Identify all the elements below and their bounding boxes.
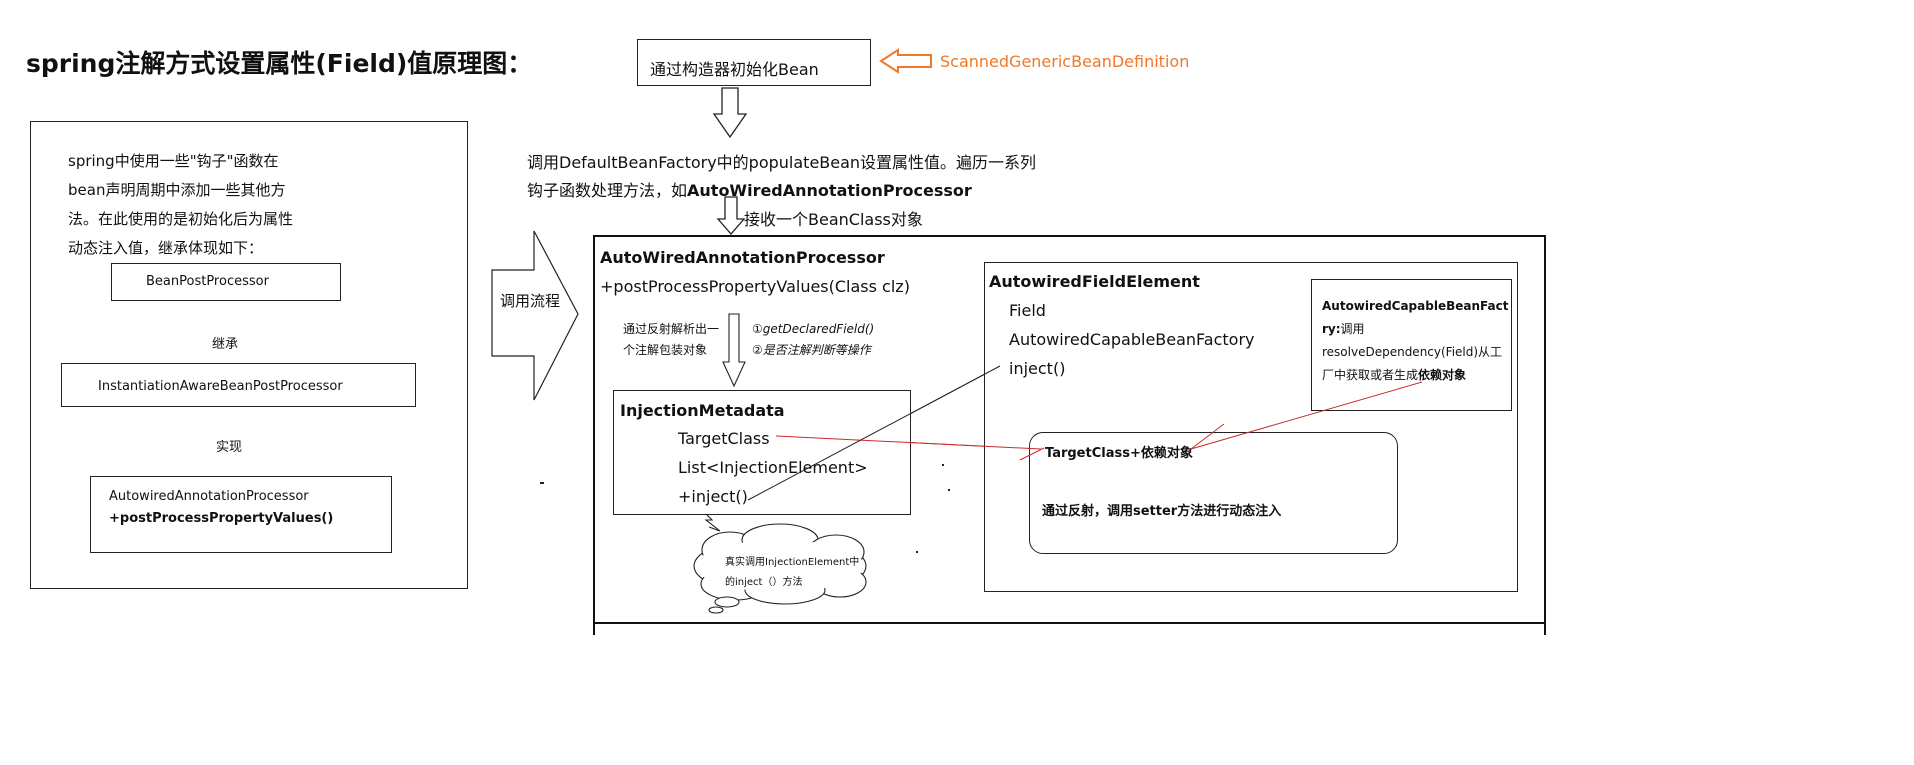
populate-line2-bold: AutoWiredAnnotationProcessor — [687, 181, 972, 200]
autowired-processor-method: +postProcessPropertyValues() — [109, 511, 334, 526]
autowired-processor-box: AutowiredAnnotationProcessor +postProces… — [90, 476, 392, 553]
left-description: spring中使用一些"钩子"函数在 bean声明周期中添加一些其他方 法。在此… — [68, 147, 293, 263]
autowired-processor-name: AutowiredAnnotationProcessor — [109, 489, 309, 504]
capable-factory-title: AutowiredCapableBeanFact — [1322, 299, 1509, 313]
field-element-factory: AutowiredCapableBeanFactory — [1009, 330, 1255, 349]
step-annotation-check: ②是否注解判断等操作 — [752, 343, 871, 357]
instantiation-aware-label: InstantiationAwareBeanPostProcessor — [98, 379, 343, 394]
reflect-note-line2: 个注解包装对象 — [623, 343, 708, 357]
target-dependency-box: TargetClass+依赖对象 通过反射，调用setter方法进行动态注入 — [1029, 432, 1398, 554]
capable-factory-line4: 厂中获取或者生成依赖对象 — [1322, 364, 1508, 387]
populate-line1: 调用DefaultBeanFactory中的populateBean设置属性值。… — [527, 153, 1037, 172]
bean-post-processor-box: BeanPostProcessor — [111, 263, 341, 301]
main-method: +postProcessPropertyValues(Class clz) — [600, 277, 910, 296]
flow-arrow-label: 调用流程 — [500, 292, 561, 310]
cloud-shape — [693, 523, 867, 614]
implement-label: 实现 — [216, 440, 243, 455]
bean-post-processor-label: BeanPostProcessor — [146, 274, 269, 289]
capable-factory-text: AutowiredCapableBeanFact ry:调用 resolveDe… — [1322, 295, 1508, 387]
desc-line: spring中使用一些"钩子"函数在 — [68, 152, 279, 170]
flow-arrow — [491, 230, 579, 401]
bean-definition-label: ScannedGenericBeanDefinition — [940, 52, 1190, 71]
instantiation-aware-box: InstantiationAwareBeanPostProcessor — [61, 363, 416, 407]
down-arrow-constructor — [712, 87, 748, 139]
main-class-name: AutoWiredAnnotationProcessor — [600, 248, 885, 267]
reflect-steps: ①getDeclaredField() ②是否注解判断等操作 — [752, 319, 874, 361]
cloud-text: 真实调用InjectionElement中 的inject（）方法 — [725, 553, 859, 593]
field-element-inject: inject() — [1009, 359, 1066, 378]
desc-line: 法。在此使用的是初始化后为属性 — [68, 210, 294, 228]
main-panel-bottom-edge — [593, 622, 1546, 624]
capable-factory-call: 调用 — [1340, 322, 1365, 336]
constructor-label: 通过构造器初始化Bean — [650, 60, 819, 79]
main-panel — [593, 235, 1546, 635]
down-arrow-reflect — [722, 313, 746, 388]
down-arrow-populate — [716, 196, 746, 235]
desc-line: bean声明周期中添加一些其他方 — [68, 181, 286, 199]
lightning-callout — [702, 510, 721, 532]
receive-label: 接收一个BeanClass对象 — [744, 210, 923, 229]
reflect-note-line1: 通过反射解析出一 — [623, 322, 720, 336]
orange-left-arrow — [879, 48, 932, 74]
constructor-box: 通过构造器初始化Bean — [637, 39, 871, 86]
inherit-label: 继承 — [212, 337, 239, 352]
step-getdeclaredfield: ①getDeclaredField() — [752, 322, 875, 336]
capable-factory-line3: resolveDependency(Field)从工 — [1322, 345, 1503, 359]
field-element-title: AutowiredFieldElement — [989, 272, 1200, 291]
page-title: spring注解方式设置属性(Field)值原理图： — [26, 49, 533, 78]
capable-factory-line2: ry:调用 — [1322, 318, 1508, 341]
injection-target-class: TargetClass — [678, 429, 770, 448]
populate-line2-prefix: 钩子函数处理方法，如 — [527, 181, 688, 200]
target-dependency-title: TargetClass+依赖对象 — [1045, 446, 1193, 461]
field-element-field: Field — [1009, 301, 1046, 320]
cloud-line2: 的inject（）方法 — [725, 577, 803, 588]
capable-factory-dependency: 依赖对象 — [1418, 368, 1467, 382]
target-dependency-desc: 通过反射，调用setter方法进行动态注入 — [1042, 504, 1282, 519]
injection-metadata-title: InjectionMetadata — [620, 401, 785, 420]
populate-line2: 钩子函数处理方法，如AutoWiredAnnotationProcessor — [527, 177, 972, 201]
desc-line: 动态注入值，继承体现如下： — [68, 239, 264, 257]
reflect-note: 通过反射解析出一 个注解包装对象 — [623, 319, 719, 361]
capable-factory-line4-prefix: 厂中获取或者生成 — [1322, 368, 1419, 382]
injection-inject-method: +inject() — [678, 487, 748, 506]
capable-factory-title-tail: ry: — [1322, 322, 1341, 336]
cloud-line1: 真实调用InjectionElement中 — [725, 557, 860, 568]
injection-metadata-box: InjectionMetadata TargetClass List<Injec… — [613, 390, 911, 515]
capable-factory-box: AutowiredCapableBeanFact ry:调用 resolveDe… — [1311, 279, 1512, 411]
injection-element-list: List<InjectionElement> — [678, 458, 868, 477]
